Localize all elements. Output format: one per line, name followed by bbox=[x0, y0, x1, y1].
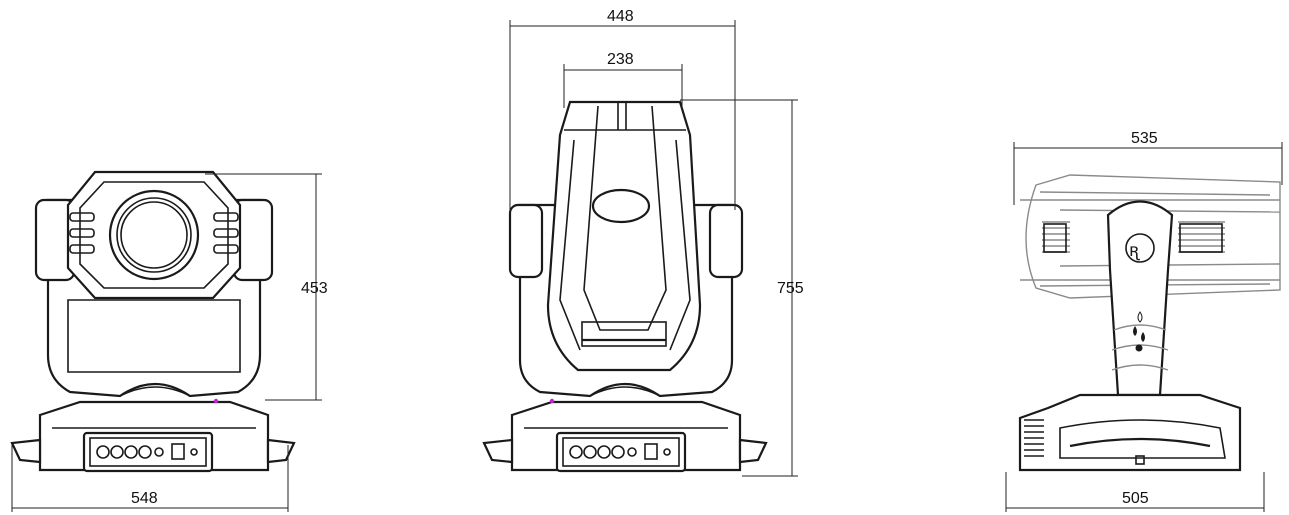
back-inner-width-label: 238 bbox=[607, 51, 634, 68]
side-vent-left bbox=[1042, 221, 1070, 253]
side-base bbox=[1018, 393, 1242, 472]
side-view: ꭆ bbox=[1005, 130, 1283, 512]
front-head bbox=[66, 170, 242, 300]
back-outer-width-dimension: 448 bbox=[509, 8, 736, 210]
side-head-length-dimension: 535 bbox=[1013, 130, 1283, 205]
front-width-label: 548 bbox=[131, 490, 158, 507]
front-connectors bbox=[96, 443, 198, 460]
back-view: 448 238 755 bbox=[482, 8, 804, 477]
front-base bbox=[10, 398, 296, 473]
water-drop-icon bbox=[1133, 311, 1145, 352]
front-height-label: 453 bbox=[301, 280, 328, 297]
side-base-grille bbox=[1024, 419, 1044, 457]
logo-mark-icon: ꭆ bbox=[1129, 240, 1140, 261]
side-base-length-dimension: 505 bbox=[1005, 472, 1265, 512]
back-connectors bbox=[569, 443, 671, 460]
back-height-label: 755 bbox=[777, 280, 804, 297]
accent-dot-back bbox=[549, 398, 555, 404]
back-head bbox=[546, 100, 702, 372]
side-base-length-label: 505 bbox=[1122, 490, 1149, 507]
front-view: 453 548 bbox=[10, 170, 328, 512]
side-vent-right bbox=[1178, 221, 1225, 253]
side-head-length-label: 535 bbox=[1131, 130, 1158, 147]
front-height-dimension: 453 bbox=[205, 173, 328, 401]
back-height-dimension: 755 bbox=[680, 99, 804, 477]
back-inner-width-dimension: 238 bbox=[563, 51, 683, 108]
accent-dot bbox=[213, 398, 219, 404]
side-arm: ꭆ bbox=[1106, 200, 1174, 397]
back-base bbox=[482, 398, 768, 473]
front-width-dimension: 548 bbox=[11, 445, 289, 512]
back-outer-width-label: 448 bbox=[607, 8, 634, 25]
